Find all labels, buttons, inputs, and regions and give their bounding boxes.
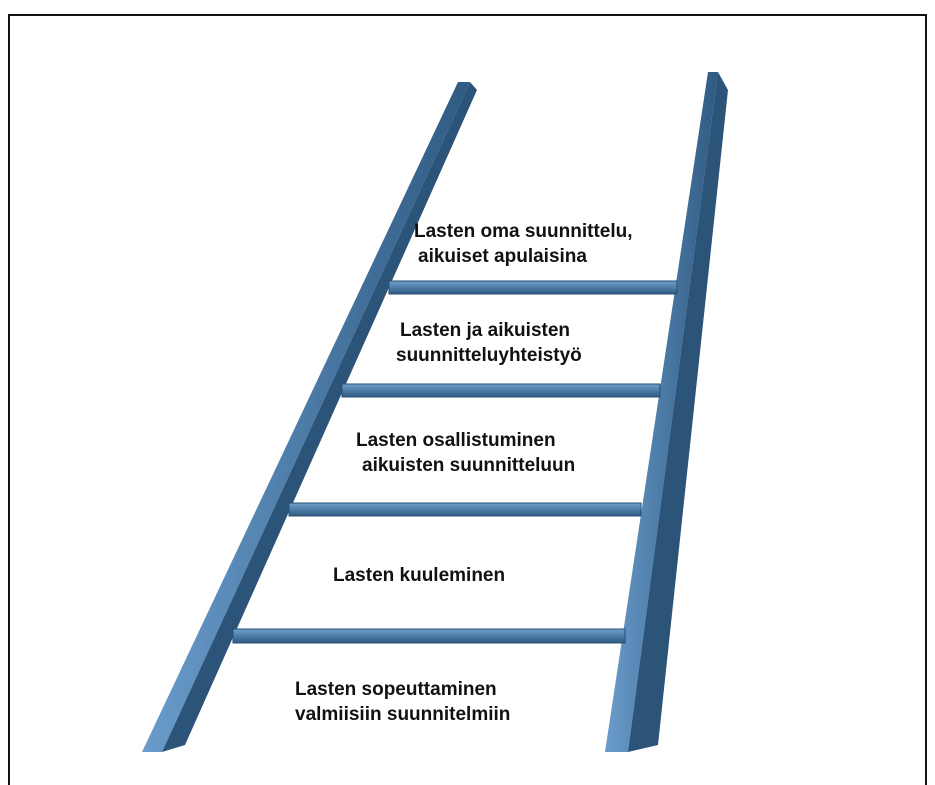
diagram-frame: [8, 14, 927, 785]
step-1-line2: aikuiset apulaisina: [418, 246, 587, 267]
step-label-2: Lasten ja aikuisten suunnitteluyhteistyö: [396, 318, 582, 368]
step-5-line1: Lasten sopeuttaminen: [295, 679, 497, 700]
rung-4: [232, 628, 626, 644]
step-3-line1: Lasten osallistuminen: [356, 430, 556, 451]
step-2-line1: Lasten ja aikuisten: [400, 320, 571, 341]
rung-3: [288, 502, 642, 517]
step-2-line2: suunnitteluyhteistyö: [396, 345, 582, 366]
step-3-line2: aikuisten suunnitteluun: [362, 455, 576, 476]
step-1-line1: Lasten oma suunnittelu,: [414, 221, 633, 242]
right-rail: [605, 72, 728, 752]
step-4-line1: Lasten kuuleminen: [333, 565, 506, 586]
step-label-1: Lasten oma suunnittelu, aikuiset apulais…: [414, 219, 633, 269]
step-5-line2: valmiisiin suunnitelmiin: [295, 704, 511, 725]
rung-1: [388, 280, 678, 295]
step-label-5: Lasten sopeuttaminen valmiisiin suunnite…: [295, 677, 510, 727]
step-label-4: Lasten kuuleminen: [333, 563, 505, 588]
left-rail: [142, 82, 477, 752]
step-label-3: Lasten osallistuminen aikuisten suunnitt…: [356, 428, 575, 478]
rung-2: [341, 383, 661, 398]
